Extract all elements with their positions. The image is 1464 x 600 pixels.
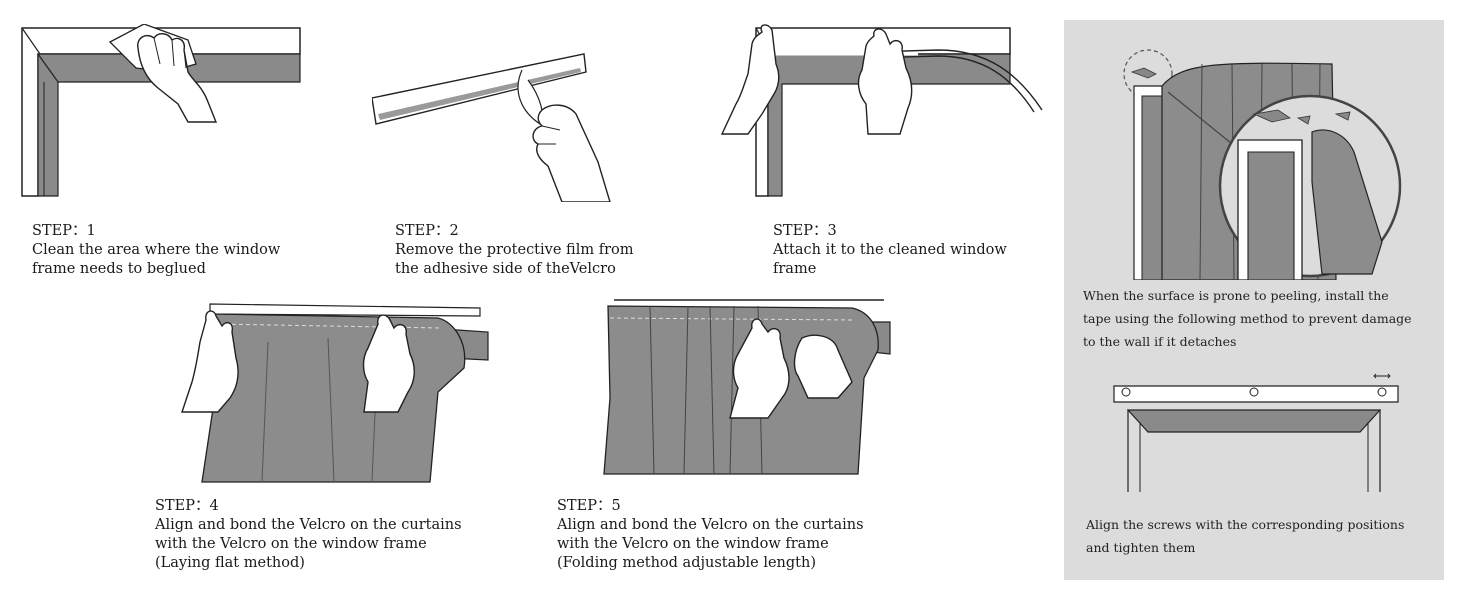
- step4-illustration: [178, 302, 490, 484]
- step5-label: STEP：5: [557, 498, 621, 514]
- screw-note: Align the screws with the corresponding …: [1086, 513, 1404, 559]
- screw-note-line: Align the screws with the corresponding …: [1086, 517, 1405, 532]
- step2-text-line: Remove the protective film from: [395, 242, 634, 258]
- step2-illustration: [372, 52, 612, 202]
- peeling-note-line: When the surface is prone to peeling, in…: [1083, 288, 1389, 303]
- step1-caption: STEP：1 Clean the area where the window f…: [32, 222, 280, 279]
- peeling-note-line: to the wall if it detaches: [1083, 334, 1237, 349]
- peeling-note: When the surface is prone to peeling, in…: [1083, 284, 1412, 353]
- screw-mount-illustration: [1110, 370, 1402, 494]
- step4-text-line: (Laying flat method): [155, 555, 305, 571]
- step4-text-line: Align and bond the Velcro on the curtain…: [155, 517, 462, 533]
- step2-caption: STEP：2 Remove the protective film from t…: [395, 222, 633, 279]
- step3-caption: STEP：3 Attach it to the cleaned window f…: [773, 222, 1007, 279]
- step3-text-line: Attach it to the cleaned window: [773, 242, 1007, 258]
- step5-text-line: with the Velcro on the window frame: [557, 536, 829, 552]
- screw-note-line: and tighten them: [1086, 540, 1196, 555]
- step3-illustration: [718, 24, 1044, 200]
- step5-caption: STEP：5 Align and bond the Velcro on the …: [557, 497, 864, 573]
- peeling-detail-illustration: [1122, 42, 1402, 280]
- step4-label: STEP：4: [155, 498, 219, 514]
- step1-text-line: Clean the area where the window: [32, 242, 281, 258]
- step2-text-line: the adhesive side of theVelcro: [395, 261, 616, 277]
- step1-text-line: frame needs to beglued: [32, 261, 206, 277]
- step1-label: STEP：1: [32, 223, 96, 239]
- step1-illustration: [18, 24, 308, 200]
- step5-text-line: (Folding method adjustable length): [557, 555, 817, 571]
- step4-caption: STEP：4 Align and bond the Velcro on the …: [155, 497, 462, 573]
- step5-text-line: Align and bond the Velcro on the curtain…: [557, 517, 864, 533]
- step3-label: STEP：3: [773, 223, 837, 239]
- step5-illustration: [602, 298, 892, 476]
- step4-text-line: with the Velcro on the window frame: [155, 536, 427, 552]
- step3-text-line: frame: [773, 261, 817, 277]
- step2-label: STEP：2: [395, 223, 459, 239]
- info-panel: When the surface is prone to peeling, in…: [1064, 20, 1444, 580]
- peeling-note-line: tape using the following method to preve…: [1083, 311, 1412, 326]
